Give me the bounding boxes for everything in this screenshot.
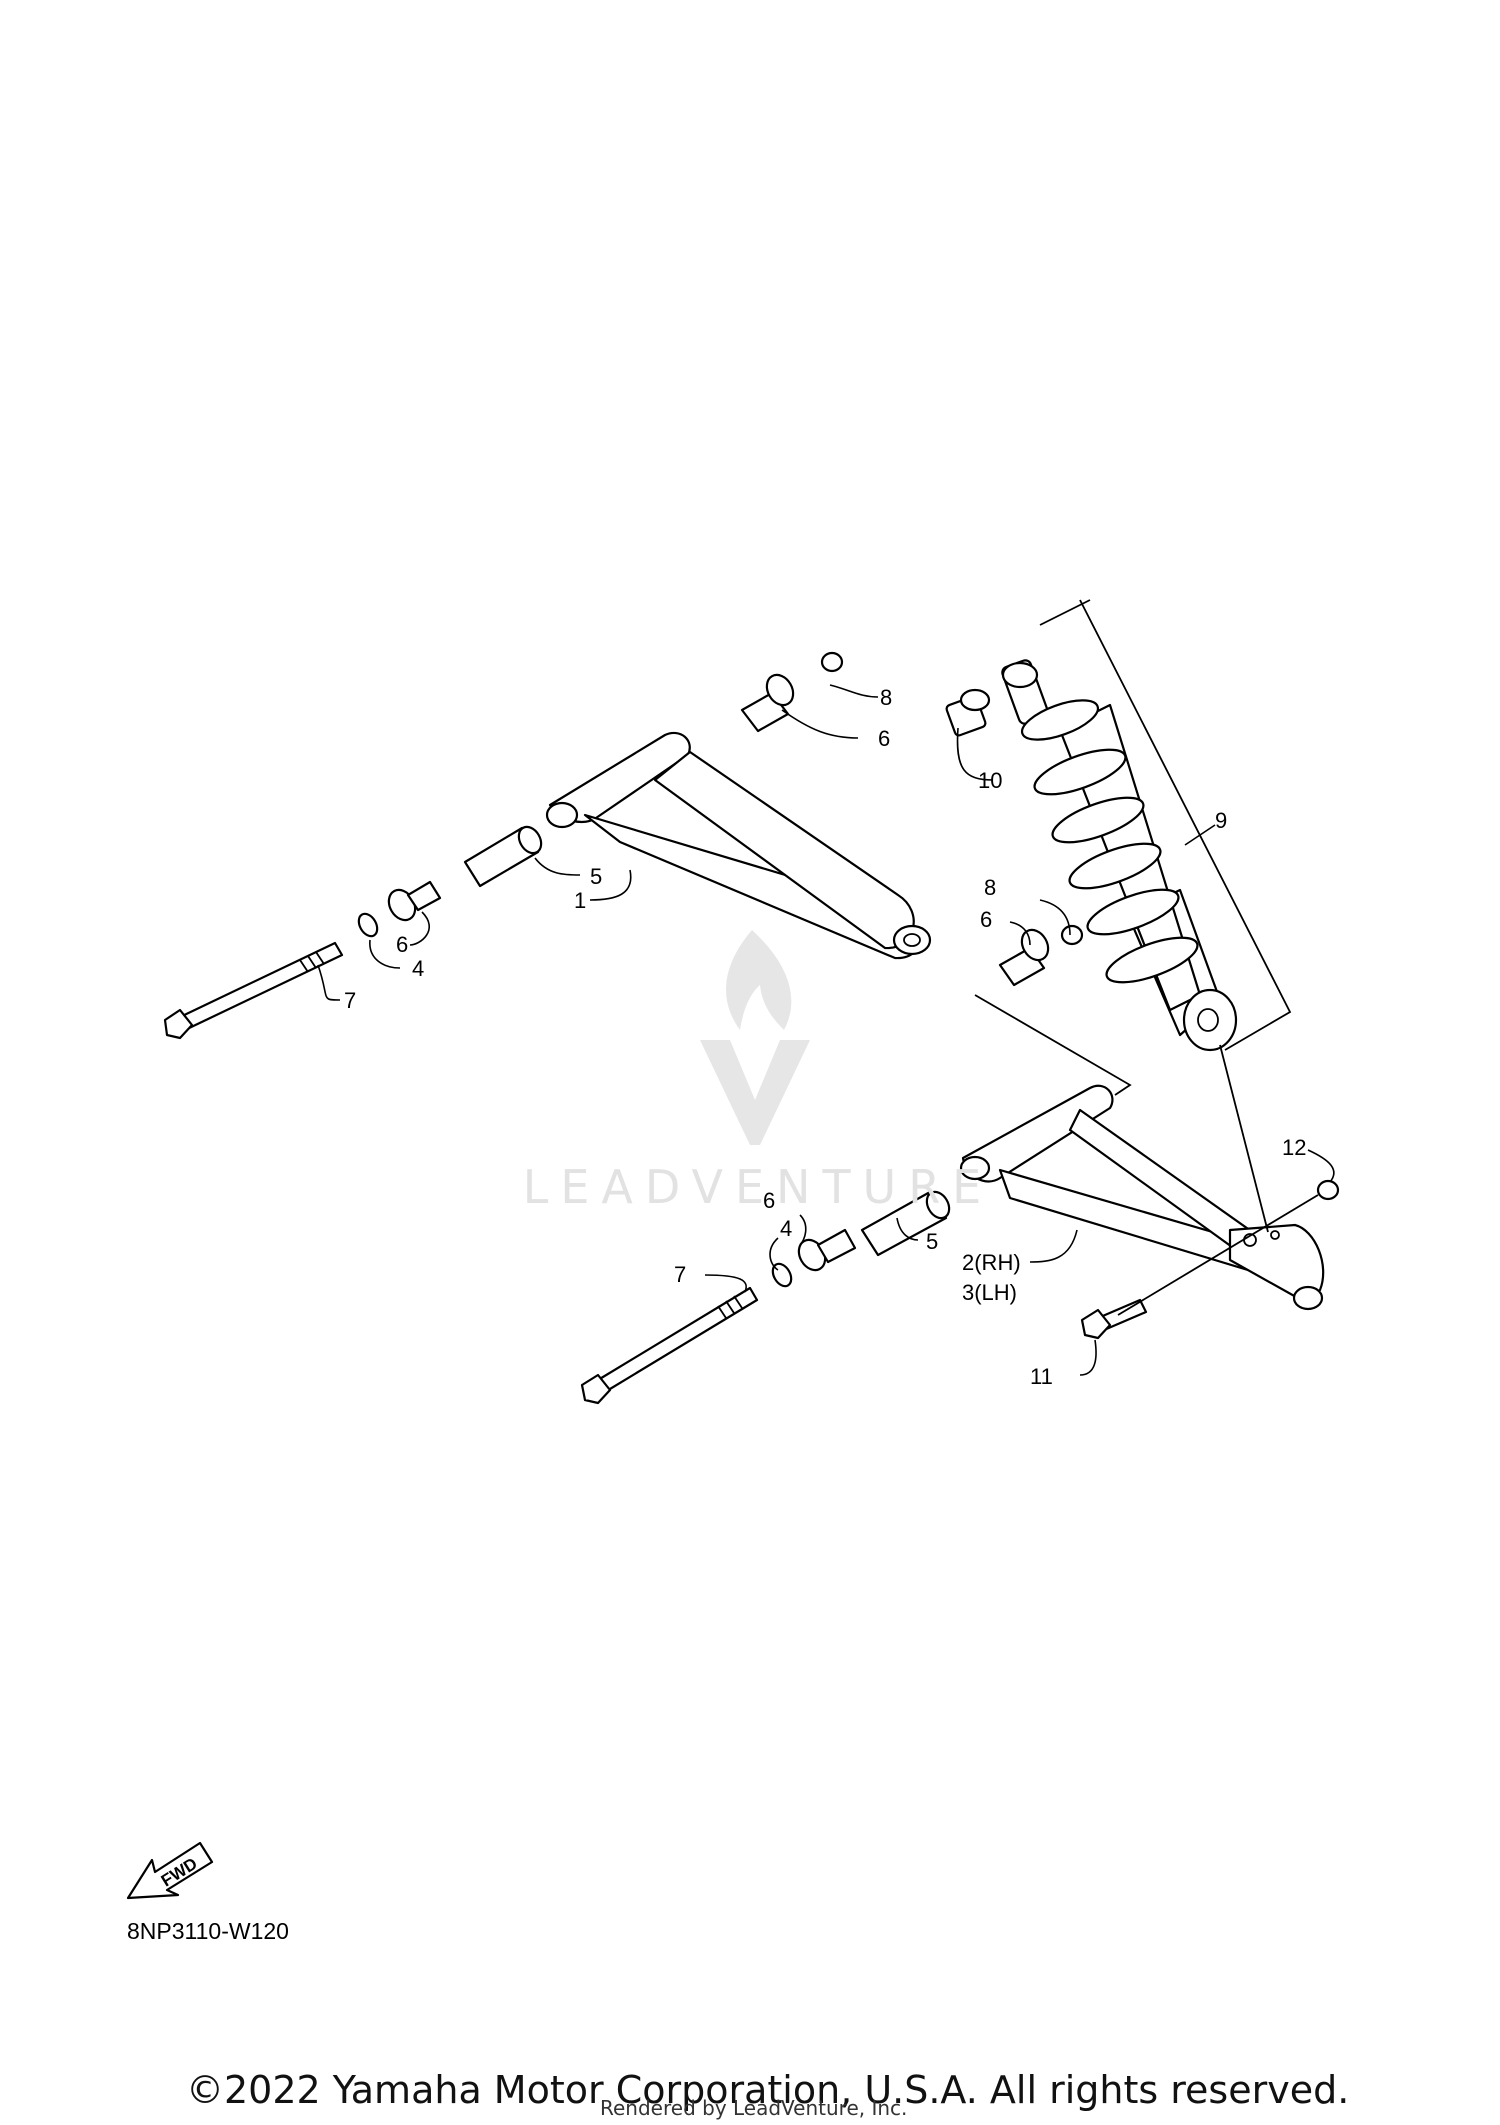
- upper-washer-4: [357, 912, 379, 938]
- label-3-lh: 3(LH): [962, 1280, 1017, 1305]
- label-8-upper: 8: [880, 685, 892, 710]
- upper-nut-8: [820, 651, 844, 673]
- upper-bushing-6-left: [387, 880, 442, 922]
- lower-bolt-7: [580, 1286, 759, 1405]
- upper-bushing-6-right: [740, 673, 795, 733]
- label-9: 9: [1215, 808, 1227, 833]
- fwd-arrow-icon: FWD: [126, 1841, 214, 1900]
- upper-bolt-7: [163, 941, 344, 1040]
- lower-a-arm: [959, 1084, 1325, 1311]
- nut-12: [1316, 1179, 1340, 1201]
- label-6-shock: 6: [980, 907, 992, 932]
- drawing-code: 8NP3110-W120: [127, 1918, 289, 1944]
- label-7-upper: 7: [344, 988, 356, 1013]
- lower-bushing-6: [797, 1228, 857, 1272]
- copyright-notice: ©2022 Yamaha Motor Corporation, U.S.A. A…: [186, 2068, 1350, 2112]
- label-5-lower: 5: [926, 1229, 938, 1254]
- collar-10: [945, 688, 991, 737]
- label-1: 1: [574, 888, 586, 913]
- label-8-shock: 8: [984, 875, 996, 900]
- label-6-upper-left: 6: [396, 932, 408, 957]
- upper-a-arm: [545, 731, 932, 960]
- rendered-by-note: Rendered by LeadVenture, Inc.: [600, 2096, 908, 2120]
- label-2-rh: 2(RH): [962, 1250, 1021, 1275]
- shock-nut-8: [1060, 924, 1084, 946]
- coil-spring: [1020, 699, 1199, 984]
- label-4-lower: 4: [780, 1216, 792, 1241]
- assembly-bracket-lines: [974, 599, 1319, 1316]
- label-6-upper-right: 6: [878, 726, 890, 751]
- upper-collar-5: [463, 825, 543, 888]
- label-10: 10: [978, 768, 1002, 793]
- watermark-text: LEADVENTURE: [522, 1160, 994, 1214]
- label-5-upper: 5: [590, 864, 602, 889]
- label-4-upper: 4: [412, 956, 424, 981]
- label-6-lower: 6: [763, 1188, 775, 1213]
- watermark-logo: [700, 930, 810, 1145]
- callout-labels: 8 6 10 9 5 1 8 6 6 4 7 12 6 4 5 2(RH) 3(…: [344, 685, 1306, 1389]
- label-7-lower: 7: [674, 1262, 686, 1287]
- leader-lines: [317, 684, 1335, 1376]
- shock-bushing-6: [998, 928, 1050, 987]
- lower-collar-5: [860, 1190, 951, 1257]
- bolt-11: [1080, 1298, 1148, 1340]
- label-11: 11: [1030, 1364, 1053, 1389]
- shock-absorber: [1001, 659, 1238, 1052]
- label-12: 12: [1282, 1135, 1306, 1160]
